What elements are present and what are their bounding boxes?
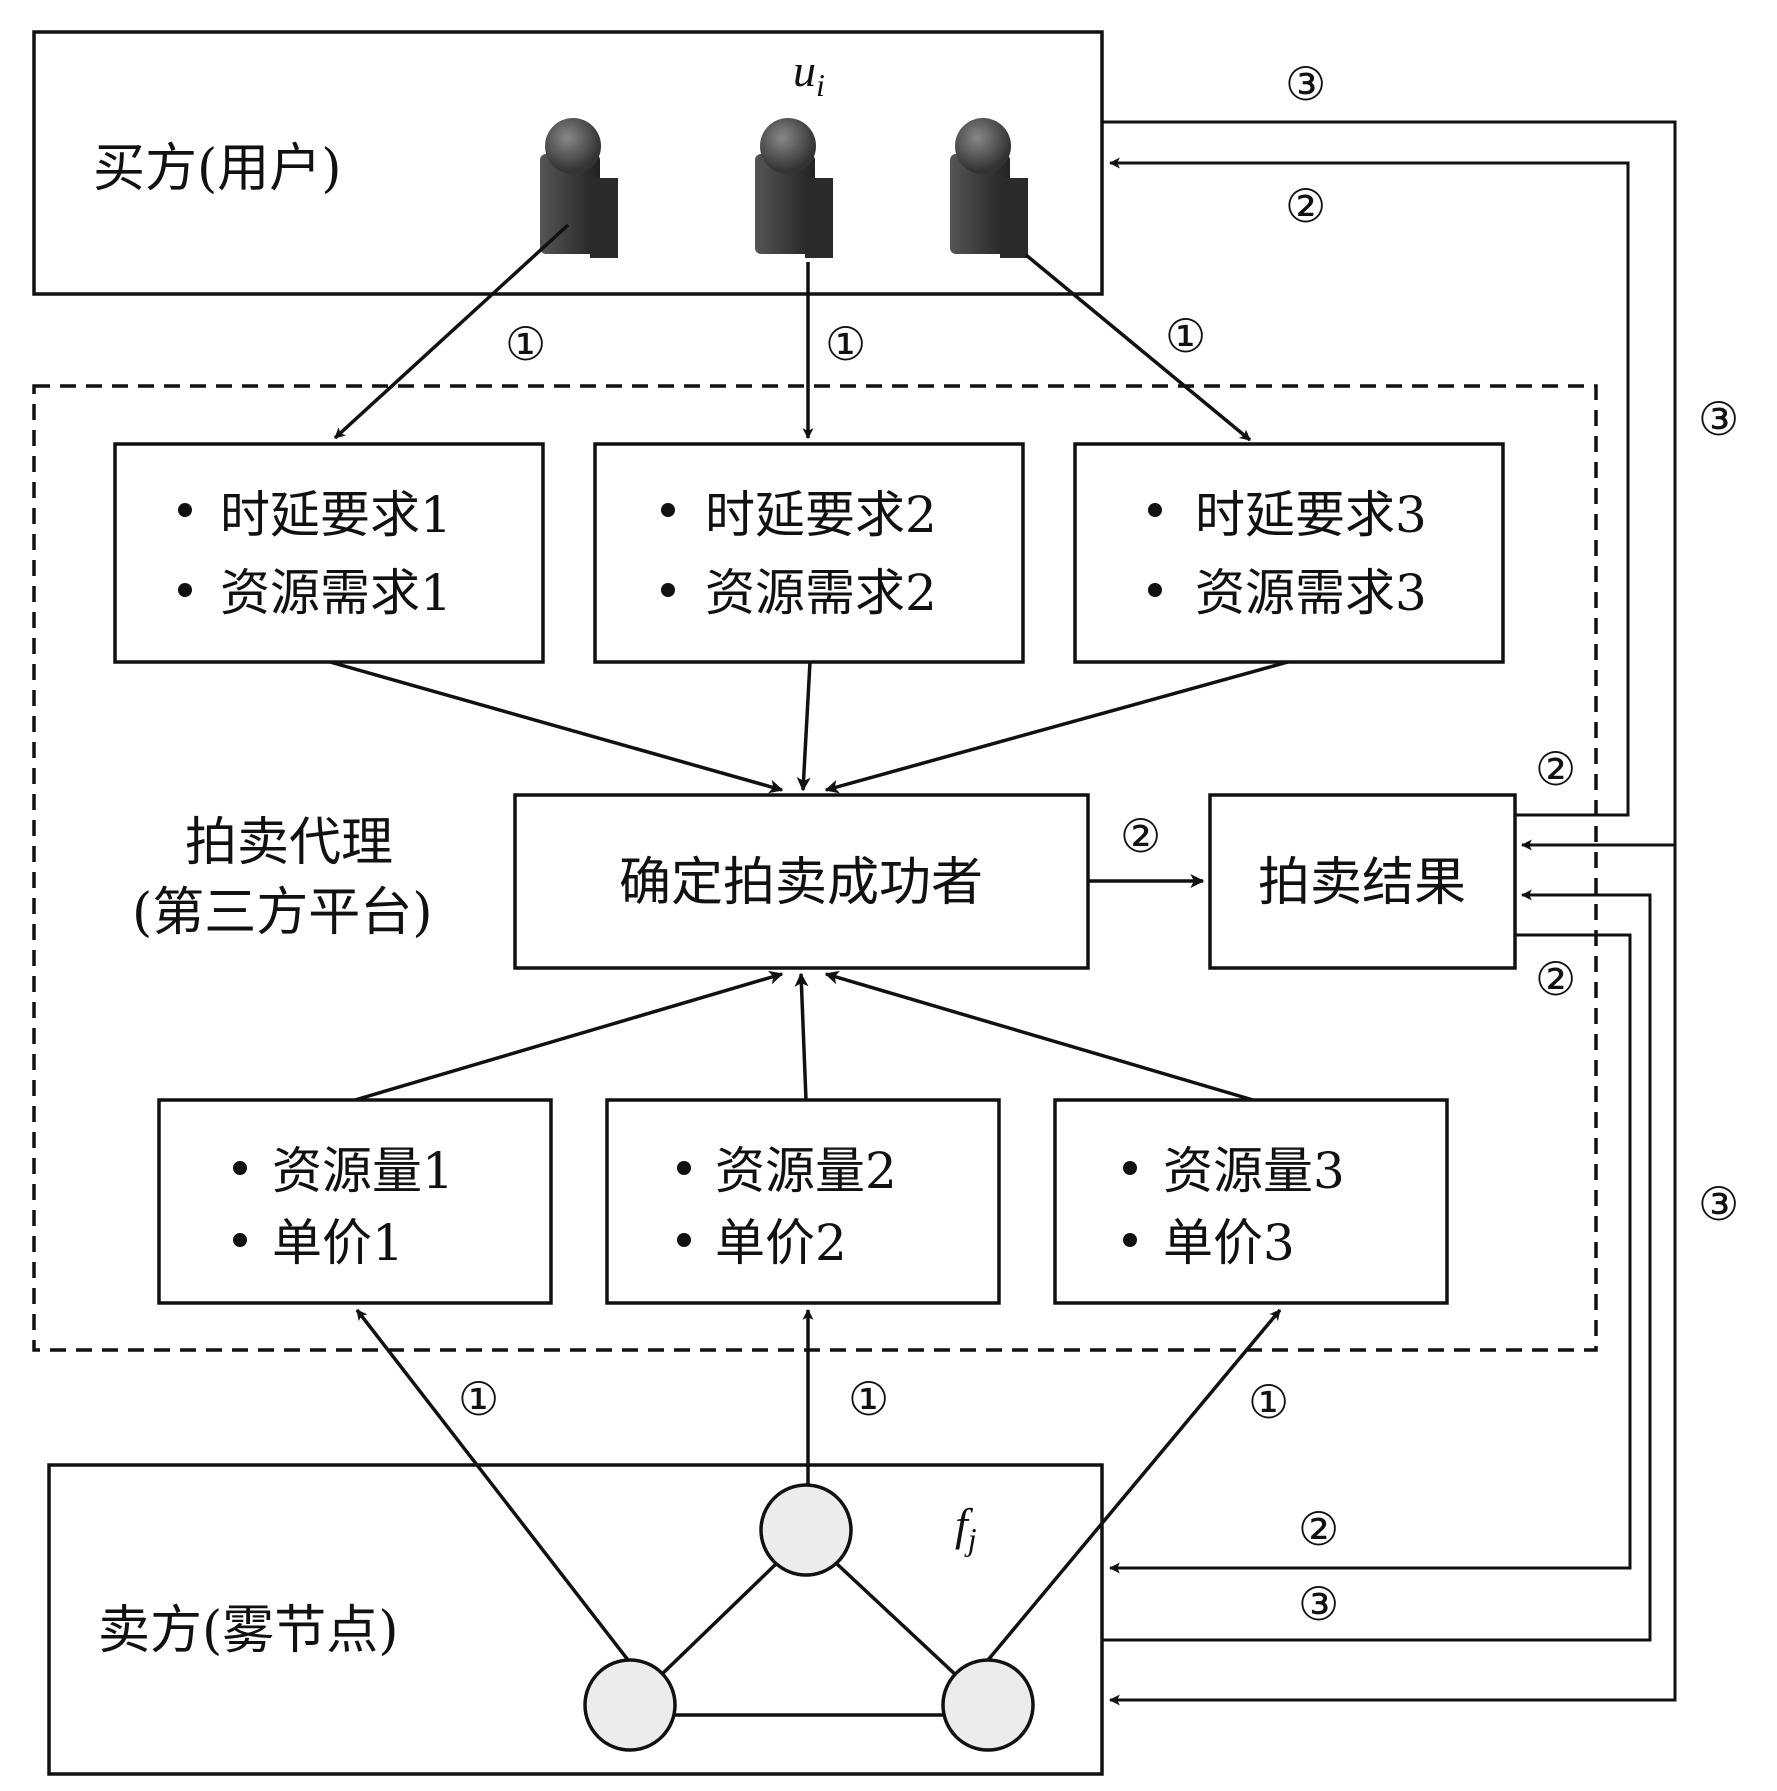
step-2-marker: ② (1298, 1502, 1339, 1556)
offer-box-2: 资源量2 单价2 (605, 1098, 1001, 1305)
route-result-to-seller-final (1108, 845, 1677, 1706)
seller-box: 卖方(雾节点) fj (47, 1463, 1104, 1776)
route-result-to-buyer (1108, 157, 1630, 817)
step-1-marker: ① (458, 1372, 499, 1426)
offer-2-line1: 资源量2 (715, 1142, 897, 1200)
offer-3-line2: 单价3 (1163, 1214, 1295, 1272)
bullet-icon (233, 1161, 247, 1175)
fog-node-icon (941, 1658, 1035, 1752)
request-1-line2: 资源需求1 (220, 564, 452, 622)
user-icon (950, 118, 1028, 258)
step-1-marker: ① (825, 317, 866, 371)
bullet-icon (233, 1233, 247, 1247)
fog-node-icon (759, 1483, 853, 1577)
bullet-icon (178, 503, 192, 517)
agent-title-line1: 拍卖代理 (185, 813, 393, 873)
arrow-offer2-determine (794, 972, 809, 1101)
step-1-marker: ① (505, 317, 546, 371)
arrow-user1-request1 (333, 223, 570, 440)
offer-1-line1: 资源量1 (272, 1142, 454, 1200)
request-box-1: 时延要求1 资源需求1 (113, 442, 545, 664)
arrow-request1-determine (329, 660, 784, 794)
buyer-title: 买方(用户) (93, 139, 342, 199)
agent-container (32, 384, 1598, 1352)
bullet-icon (677, 1161, 691, 1175)
arrow-offer1-determine (354, 970, 784, 1102)
bullet-icon (1123, 1233, 1137, 1247)
user-icon (540, 118, 618, 258)
fog-node-icon (583, 1658, 677, 1752)
request-2-line1: 时延要求2 (705, 486, 937, 544)
result-box: 拍卖结果 (1208, 793, 1517, 970)
step-2-marker: ② (1535, 742, 1576, 796)
step-2-marker: ② (1535, 952, 1576, 1006)
arrow-request2-determine (796, 661, 812, 792)
arrow-offer3-determine (824, 970, 1254, 1102)
request-box-3: 时延要求3 资源需求3 (1073, 442, 1505, 664)
user-icon (755, 118, 833, 258)
route-buyer-to-result (1102, 120, 1677, 851)
step-2-marker: ② (1285, 179, 1326, 233)
bullet-icon (677, 1233, 691, 1247)
step-1-marker: ① (1248, 1375, 1289, 1429)
arrow-request3-determine (824, 660, 1289, 794)
route-seller-to-result (1102, 889, 1652, 1642)
offer-2-line2: 单价2 (715, 1214, 847, 1272)
bullet-icon (661, 503, 675, 517)
request-box-2: 时延要求2 资源需求2 (593, 442, 1025, 664)
offer-3-line1: 资源量3 (1163, 1142, 1345, 1200)
buyer-symbol: ui (793, 45, 825, 103)
bullet-icon (661, 583, 675, 597)
agent-title-line2: (第三方平台) (132, 883, 433, 943)
step-3-marker: ③ (1698, 392, 1739, 446)
step-3-marker: ③ (1298, 1577, 1339, 1631)
offer-1-line2: 单价1 (272, 1214, 404, 1272)
step-2-marker: ② (1120, 809, 1161, 863)
step-3-marker: ③ (1698, 1177, 1739, 1231)
bullet-icon (1123, 1161, 1137, 1175)
step-3-marker: ③ (1285, 57, 1326, 111)
determine-box: 确定拍卖成功者 (513, 793, 1090, 970)
step-1-marker: ① (1165, 309, 1206, 363)
bullet-icon (1148, 583, 1162, 597)
arrow-user3-request3 (1024, 253, 1252, 442)
step-1-marker: ① (848, 1372, 889, 1426)
request-3-line1: 时延要求3 (1195, 486, 1427, 544)
arrow-fog-offer3 (986, 1308, 1282, 1662)
determine-label: 确定拍卖成功者 (619, 853, 983, 913)
offer-box-3: 资源量3 单价3 (1053, 1098, 1449, 1305)
offer-box-1: 资源量1 单价1 (157, 1098, 553, 1305)
request-3-line2: 资源需求3 (1195, 564, 1427, 622)
request-1-line1: 时延要求1 (220, 486, 452, 544)
seller-title: 卖方(雾节点) (98, 1601, 399, 1661)
result-label: 拍卖结果 (1258, 853, 1466, 913)
request-2-line2: 资源需求2 (705, 564, 937, 622)
route-result-to-seller (1108, 933, 1632, 1574)
bullet-icon (1148, 503, 1162, 517)
arrow-fog-offer1 (355, 1308, 630, 1662)
bullet-icon (178, 583, 192, 597)
